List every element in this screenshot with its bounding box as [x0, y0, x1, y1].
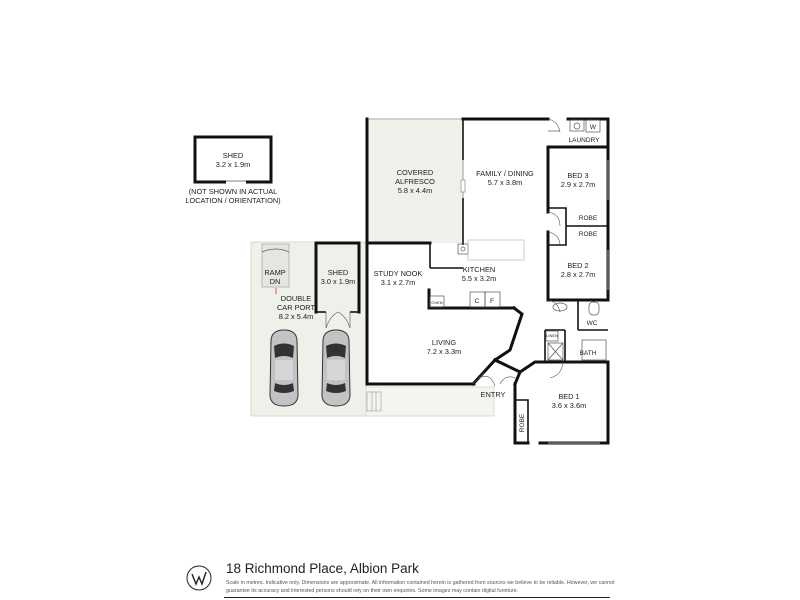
shed-note-line1: (NOT SHOWN IN ACTUAL: [189, 187, 278, 196]
doors-windows: [460, 160, 609, 444]
alfresco-name-line1: COVERED: [397, 168, 434, 177]
alfresco-size: 5.8 x 4.4m: [398, 186, 433, 195]
carport-label-line1: DOUBLE: [281, 294, 311, 303]
bed2-size: 2.8 x 2.7m: [561, 270, 596, 279]
living-name: LIVING: [432, 338, 456, 347]
ramp-label: RAMP: [264, 268, 285, 277]
alfresco-name-line2: ALFRESCO: [395, 177, 435, 186]
shed-detached-name: SHED: [223, 151, 244, 160]
car-icon: [269, 329, 299, 407]
room-labels: FAMILY / DINING 5.7 x 3.8m LAUNDRY BED 3…: [374, 137, 601, 432]
shed-detached-size: 3.2 x 1.9m: [216, 160, 251, 169]
bed3-name: BED 3: [567, 171, 588, 180]
ramp-dn-label: DN: [270, 277, 281, 286]
bed2-name: BED 2: [567, 261, 588, 270]
entry-name: ENTRY: [481, 390, 506, 399]
study-nook-size: 3.1 x 2.7m: [381, 278, 416, 287]
wc-name: WC: [587, 320, 598, 327]
kitchen-name: KITCHEN: [463, 265, 495, 274]
covered-alfresco: COVERED ALFRESCO 5.8 x 4.4m: [365, 117, 463, 245]
family-dining-name: FAMILY / DINING: [476, 169, 534, 178]
robe-bed2: ROBE: [579, 231, 598, 238]
linen-label: LINEN: [546, 333, 558, 338]
carport-shed-size: 3.0 x 1.9m: [321, 277, 356, 286]
living-size: 7.2 x 3.3m: [427, 347, 462, 356]
robe-bed3: ROBE: [579, 215, 598, 222]
cupboard-label: C: [475, 298, 480, 305]
shed-note-line2: LOCATION / ORIENTATION): [185, 196, 280, 205]
carport-shed: SHED 3.0 x 1.9m: [314, 241, 361, 329]
carport-size: 8.2 x 5.4m: [279, 312, 314, 321]
fridge-label: F: [490, 298, 494, 305]
disclaimer-text: Scale in metres. Indicative only. Dimens…: [226, 580, 615, 594]
company-logo-icon: [186, 565, 212, 591]
study-nook-name: STUDY NOOK: [374, 269, 423, 278]
washer-label: W: [590, 124, 597, 131]
fixtures: W OVEN C F LINEN: [429, 119, 607, 361]
oven-label: OVEN: [431, 300, 442, 305]
detached-shed: SHED 3.2 x 1.9m (NOT SHOWN IN ACTUAL LOC…: [185, 135, 281, 205]
family-dining-size: 5.7 x 3.8m: [488, 178, 523, 187]
car-icon: [321, 329, 351, 407]
kitchen-size: 5.5 x 3.2m: [462, 274, 497, 283]
bed3-size: 2.9 x 2.7m: [561, 180, 596, 189]
bed1-name: BED 1: [558, 392, 579, 401]
carport-shed-name: SHED: [328, 268, 349, 277]
bath-name: BATH: [580, 350, 597, 357]
footer-divider: [224, 597, 610, 598]
robe-bed1: ROBE: [519, 413, 526, 432]
property-address: 18 Richmond Place, Albion Park: [226, 561, 419, 576]
laundry-name: LAUNDRY: [569, 137, 601, 144]
carport-label-line2: CAR PORT: [277, 303, 316, 312]
bed1-size: 3.6 x 3.6m: [552, 401, 587, 410]
